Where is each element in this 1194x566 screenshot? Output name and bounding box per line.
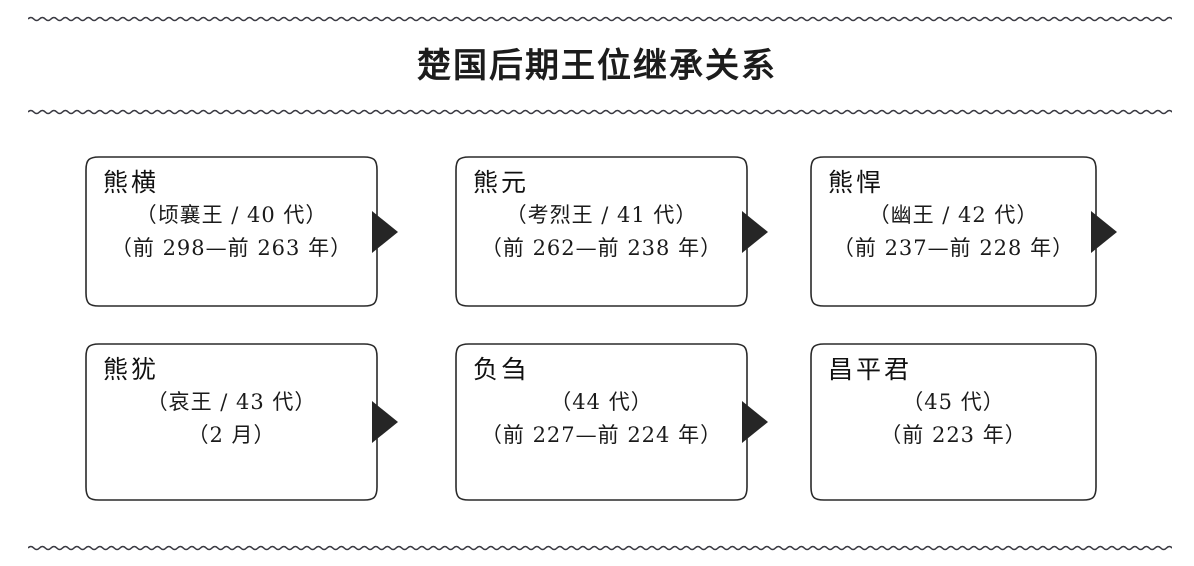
node-xiong-heng[interactable]: 熊横 （顷襄王 / 40 代） （前 298—前 263 年）: [85, 156, 378, 307]
page-title: 楚国后期王位继承关系: [417, 46, 777, 86]
node-name: 昌平君: [828, 355, 913, 384]
arrow-5-to-6: [742, 401, 768, 443]
node-reign: （前 223 年）: [880, 422, 1027, 447]
node-name: 熊悍: [828, 168, 885, 197]
node-reign: （前 298—前 263 年）: [110, 235, 353, 260]
node-xiong-yuan[interactable]: 熊元 （考烈王 / 41 代） （前 262—前 238 年）: [455, 156, 748, 307]
divider-wave-mid: [28, 105, 1172, 119]
node-title-generation: （考烈王 / 41 代）: [505, 203, 698, 228]
node-title-generation: （幽王 / 42 代）: [868, 203, 1039, 228]
node-xiong-han[interactable]: 熊悍 （幽王 / 42 代） （前 237—前 228 年）: [810, 156, 1097, 307]
node-name: 熊元: [473, 168, 530, 197]
node-name: 负刍: [473, 355, 530, 384]
divider-wave-bottom: [28, 541, 1172, 555]
node-name: 熊横: [103, 168, 160, 197]
node-changping-jun[interactable]: 昌平君 （45 代） （前 223 年）: [810, 343, 1097, 501]
arrow-1-to-2: [372, 211, 398, 253]
node-reign: （前 237—前 228 年）: [832, 235, 1075, 260]
node-title-generation: （44 代）: [550, 390, 653, 415]
arrow-3-to-4: [1091, 211, 1117, 253]
divider-wave-top: [28, 12, 1172, 26]
node-title-generation: （顷襄王 / 40 代）: [135, 203, 328, 228]
node-fu-chu[interactable]: 负刍 （44 代） （前 227—前 224 年）: [455, 343, 748, 501]
node-name: 熊犹: [103, 355, 160, 384]
node-title-generation: （45 代）: [902, 390, 1005, 415]
node-title-generation: （哀王 / 43 代）: [146, 390, 317, 415]
arrow-2-to-3: [742, 211, 768, 253]
node-reign: （前 227—前 224 年）: [480, 422, 723, 447]
node-reign: （2 月）: [187, 422, 276, 447]
node-xiong-you[interactable]: 熊犹 （哀王 / 43 代） （2 月）: [85, 343, 378, 501]
arrow-4-to-5: [372, 401, 398, 443]
node-reign: （前 262—前 238 年）: [480, 235, 723, 260]
